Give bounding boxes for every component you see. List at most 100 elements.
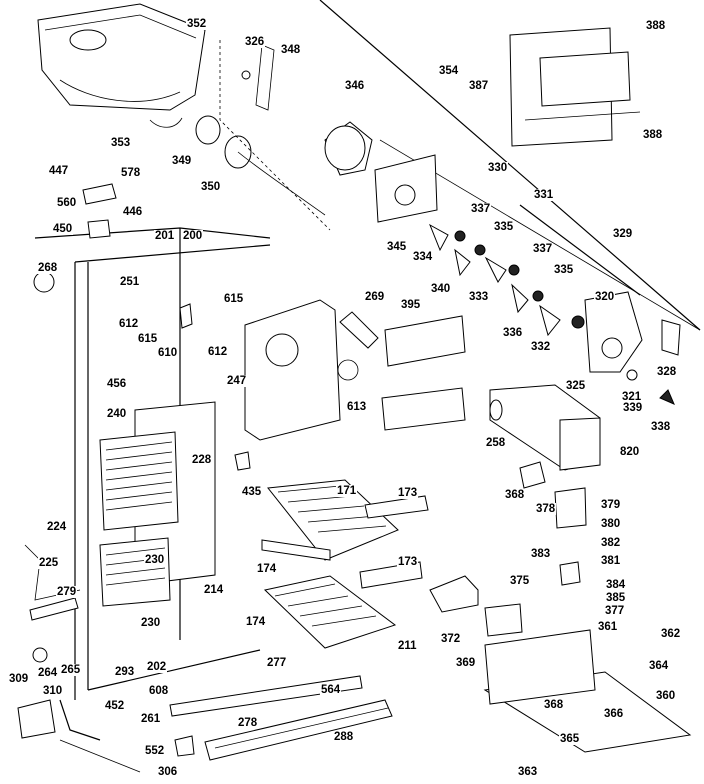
callout: 395 bbox=[400, 299, 422, 311]
callout: 382 bbox=[600, 537, 622, 549]
callout: 261 bbox=[140, 713, 162, 725]
callout: 174 bbox=[256, 563, 278, 575]
callout: 377 bbox=[604, 605, 626, 617]
callout: 350 bbox=[200, 181, 222, 193]
callout: 278 bbox=[237, 717, 259, 729]
callout: 456 bbox=[106, 378, 128, 390]
callout: 258 bbox=[485, 437, 507, 449]
callout: 330 bbox=[487, 162, 509, 174]
callout: 225 bbox=[38, 557, 60, 569]
callout: 230 bbox=[140, 617, 162, 629]
callout: 337 bbox=[470, 203, 492, 215]
callout: 340 bbox=[430, 283, 452, 295]
callout: 369 bbox=[455, 657, 477, 669]
callout: 446 bbox=[122, 206, 144, 218]
callout: 612 bbox=[207, 346, 229, 358]
callout: 306 bbox=[157, 766, 179, 778]
callout: 368 bbox=[543, 699, 565, 711]
callout: 240 bbox=[106, 408, 128, 420]
callout: 174 bbox=[245, 616, 267, 628]
callout: 173 bbox=[397, 487, 419, 499]
callout: 381 bbox=[600, 555, 622, 567]
callout: 608 bbox=[148, 685, 170, 697]
callout: 320 bbox=[594, 291, 616, 303]
callout: 200 bbox=[182, 230, 204, 242]
callout: 361 bbox=[597, 621, 619, 633]
linkage-drawing bbox=[429, 223, 585, 337]
callout: 331 bbox=[533, 189, 555, 201]
callout: 383 bbox=[530, 548, 552, 560]
callout: 334 bbox=[412, 251, 434, 263]
callout: 335 bbox=[493, 221, 515, 233]
callout: 293 bbox=[114, 666, 136, 678]
callout: 578 bbox=[120, 167, 142, 179]
callout: 173 bbox=[397, 556, 419, 568]
shelves-drawing bbox=[261, 479, 429, 649]
callout: 288 bbox=[333, 731, 355, 743]
callout: 348 bbox=[280, 44, 302, 56]
door-panel-drawing bbox=[509, 27, 641, 147]
callout: 279 bbox=[56, 586, 78, 598]
callout: 368 bbox=[504, 489, 526, 501]
callout: 363 bbox=[517, 766, 539, 778]
callout: 309 bbox=[8, 673, 30, 685]
callout: 613 bbox=[346, 401, 368, 413]
callout: 224 bbox=[46, 521, 68, 533]
callout: 251 bbox=[119, 276, 141, 288]
callout: 247 bbox=[226, 375, 248, 387]
callout: 335 bbox=[553, 264, 575, 276]
callout: 325 bbox=[565, 380, 587, 392]
callout: 214 bbox=[203, 584, 225, 596]
callout: 326 bbox=[244, 36, 266, 48]
callout: 333 bbox=[468, 291, 490, 303]
cabinet-drawing bbox=[34, 227, 271, 741]
callout: 201 bbox=[154, 230, 176, 242]
callout: 610 bbox=[157, 347, 179, 359]
callout: 346 bbox=[344, 80, 366, 92]
callout: 171 bbox=[336, 485, 358, 497]
callout: 268 bbox=[37, 262, 59, 274]
callout: 820 bbox=[619, 446, 641, 458]
callout: 354 bbox=[438, 65, 460, 77]
callout: 337 bbox=[532, 243, 554, 255]
callout: 338 bbox=[650, 421, 672, 433]
callout: 202 bbox=[146, 661, 168, 673]
icemaker-drawing bbox=[489, 384, 601, 471]
callout: 264 bbox=[37, 667, 59, 679]
callout: 332 bbox=[530, 341, 552, 353]
callout: 388 bbox=[642, 129, 664, 141]
callout: 560 bbox=[56, 197, 78, 209]
callout: 349 bbox=[171, 155, 193, 167]
ice-bucket-drawing bbox=[37, 3, 206, 128]
callout: 384 bbox=[605, 579, 627, 591]
callout: 336 bbox=[502, 327, 524, 339]
callout: 564 bbox=[320, 684, 342, 696]
callout: 615 bbox=[137, 333, 159, 345]
callout: 366 bbox=[603, 708, 625, 720]
callout: 388 bbox=[645, 20, 667, 32]
callout: 372 bbox=[440, 633, 462, 645]
callout: 375 bbox=[509, 575, 531, 587]
callout: 435 bbox=[241, 486, 263, 498]
callout: 450 bbox=[52, 223, 74, 235]
callout: 353 bbox=[110, 137, 132, 149]
callout: 310 bbox=[42, 685, 64, 697]
callout: 552 bbox=[144, 745, 166, 757]
callout: 352 bbox=[186, 18, 208, 30]
callout: 360 bbox=[655, 690, 677, 702]
callout: 230 bbox=[144, 554, 166, 566]
callout: 452 bbox=[104, 700, 126, 712]
callout: 228 bbox=[191, 454, 213, 466]
callout: 269 bbox=[364, 291, 386, 303]
motor-drawing bbox=[584, 291, 681, 405]
callout: 362 bbox=[660, 628, 682, 640]
callout: 328 bbox=[656, 366, 678, 378]
callout: 379 bbox=[600, 499, 622, 511]
callout: 329 bbox=[612, 228, 634, 240]
callout: 339 bbox=[622, 402, 644, 414]
callout: 364 bbox=[648, 660, 670, 672]
callout: 615 bbox=[223, 293, 245, 305]
callout: 211 bbox=[397, 640, 418, 652]
